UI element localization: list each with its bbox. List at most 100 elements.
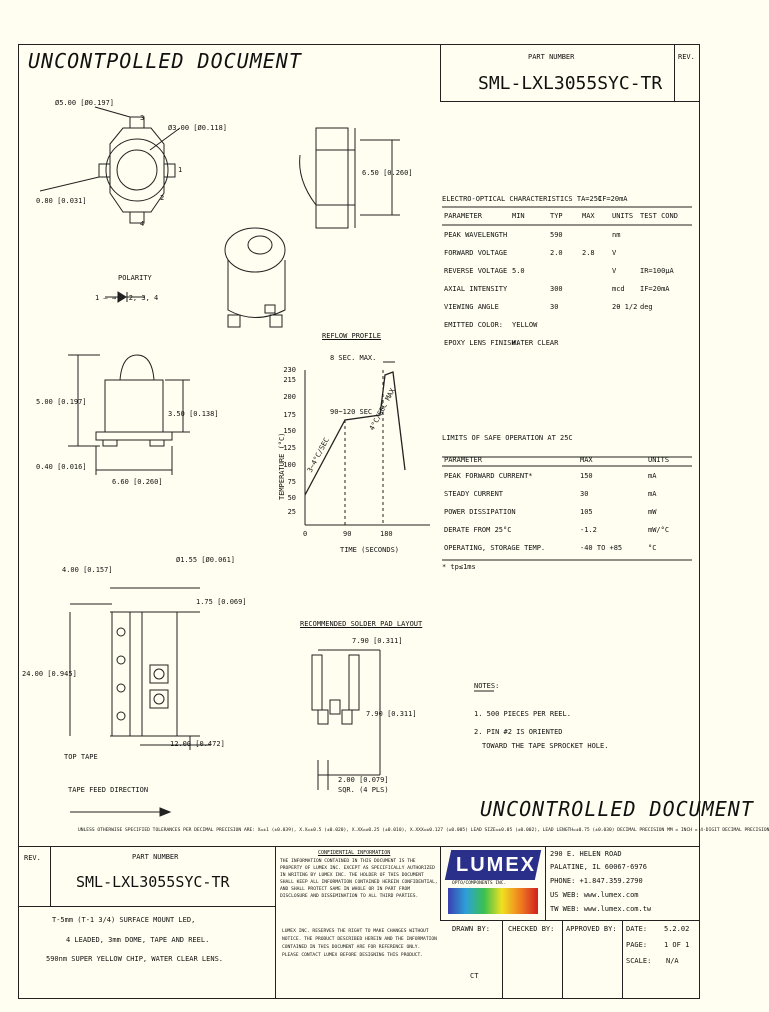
iso-dome — [224, 227, 286, 273]
reflow-y-tick: 125 — [283, 444, 296, 452]
limits-cell: OPERATING, STORAGE TEMP. — [444, 544, 546, 552]
tb-desc-3: 590nm SUPER YELLOW CHIP, WATER CLEAR LEN… — [46, 955, 224, 963]
uncontrolled-document-bottom: UNCONTROLLED DOCUMENT — [480, 797, 754, 821]
pad-left — [311, 654, 323, 711]
tb-div-left — [275, 846, 276, 999]
dim-080: 0.80 [0.031] — [36, 197, 87, 205]
reflow-y-tick: 100 — [283, 461, 296, 469]
limits-cell: DERATE FROM 25°C — [444, 526, 512, 534]
pad-center — [329, 699, 341, 715]
electro-header-cell: TYP — [550, 212, 563, 220]
rev-label-header: REV. — [678, 53, 695, 61]
side-dome — [299, 154, 317, 206]
reflow-y-tick: 230 — [283, 366, 296, 374]
part-number-header: SML-LXL3055SYC-TR — [478, 73, 663, 94]
tb-div-logo — [440, 846, 441, 920]
limits-header-cell: UNITS — [648, 456, 670, 464]
tb-rev-label: REV. — [24, 854, 41, 862]
electro-header-cell: MIN — [512, 212, 525, 220]
disclaimer: LUMEX INC. RESERVES THE RIGHT TO MAKE CH… — [282, 929, 437, 958]
tb-div-checked — [502, 920, 503, 999]
front-dome — [119, 354, 155, 381]
limits-cell: mW/°C — [648, 526, 670, 534]
drawn-by-label: DRAWN BY: — [452, 925, 490, 933]
electro-cell: 30 — [550, 303, 559, 311]
electro-cell: YELLOW — [512, 321, 538, 329]
electro-cell: mcd — [612, 285, 625, 293]
limits-cell: STEADY CURRENT — [444, 490, 504, 498]
reflow-y-tick: 50 — [287, 494, 296, 502]
electro-cell: V — [612, 249, 617, 257]
polarity-label: POLARITY — [118, 274, 152, 282]
pad-title: RECOMMENDED SOLDER PAD LAYOUT — [300, 620, 423, 628]
tolerance-note: UNLESS OTHERWISE SPECIFIED TOLERANCES PE… — [78, 828, 769, 833]
tb-row2 — [440, 920, 700, 921]
drawing-frame — [18, 44, 700, 999]
limits-cell: mW — [648, 508, 657, 516]
electro-cell: WATER CLEAR — [512, 339, 559, 347]
tape-d175: 1.75 [0.069] — [196, 598, 247, 606]
electro-cell: 2.8 — [582, 249, 595, 257]
note-2: 2. PIN #2 IS ORIENTED — [474, 728, 563, 736]
electro-cell: FORWARD VOLTAGE — [444, 249, 508, 257]
tb-div-date — [622, 920, 623, 999]
tb-part-number: SML-LXL3055SYC-TR — [76, 873, 230, 891]
scale-label: SCALE: — [626, 957, 652, 965]
electro-header-cell: PARAMETER — [444, 212, 482, 220]
pad-right — [348, 654, 360, 711]
limits-cell: 30 — [580, 490, 589, 498]
front-body — [104, 379, 164, 433]
limits-cell: -1.2 — [580, 526, 597, 534]
lumex-logo-text: LUMEX — [456, 854, 536, 876]
address-1: 290 E. HELEN ROAD — [550, 850, 622, 858]
limits-title: LIMITS OF SAFE OPERATION AT 25C — [442, 434, 573, 442]
tape-d400: 4.00 [0.157] — [62, 566, 113, 574]
electro-cell: AXIAL INTENSITY — [444, 285, 508, 293]
notes-title: NOTES: — [474, 682, 500, 690]
scale-value: N/A — [666, 957, 679, 965]
dim-h040: 0.40 [0.016] — [36, 463, 87, 471]
reflow-x-label: TIME (SECONDS) — [340, 546, 400, 554]
tb-part-number-label: PART NUMBER — [132, 853, 179, 861]
header-divider-rev — [674, 44, 675, 102]
electro-cell: PEAK WAVELENGTH — [444, 231, 508, 239]
tw-web: TW WEB: www.lumex.com.tw — [550, 905, 652, 913]
dim-w660: 6.60 [0.260] — [112, 478, 163, 486]
dim-h350: 3.50 [0.138] — [168, 410, 219, 418]
uncontrolled-document-top: UNCONTPOLLED DOCUMENT — [28, 49, 302, 73]
confidential-body: THE INFORMATION CONTAINED IN THIS DOCUME… — [280, 859, 438, 899]
tape-d155: Ø1.55 [Ø0.061] — [176, 556, 236, 564]
electro-header-cell: TEST COND — [640, 212, 678, 220]
limits-cell: 150 — [580, 472, 593, 480]
electro-header-cell: MAX — [582, 212, 595, 220]
phone: PHONE: +1.847.359.2790 — [550, 877, 643, 885]
header-bottom-line — [440, 101, 700, 102]
electro-cell: 5.0 — [512, 267, 525, 275]
limits-cell: mA — [648, 490, 657, 498]
dim-diam-500: Ø5.00 [Ø0.197] — [55, 99, 115, 107]
tb-div-addr — [545, 846, 546, 920]
tape-feed-label: TAPE FEED DIRECTION — [68, 786, 149, 794]
limits-cell: °C — [648, 544, 657, 552]
led-top-outline — [109, 127, 165, 213]
reflow-y-tick: 175 — [283, 411, 296, 419]
electro-cell: IR=100µA — [640, 267, 674, 275]
reflow-x-tick: 0 — [303, 530, 308, 538]
tb-div-rev — [50, 846, 51, 906]
limits-cell: mA — [648, 472, 657, 480]
electro-cell: V — [612, 267, 617, 275]
title-block-top — [18, 846, 700, 847]
pad-d790a: 7.90 [0.311] — [352, 637, 403, 645]
mechanical-drawings — [39, 106, 692, 817]
lumex-logo-sub: OPTO/COMPONENTS INC. — [452, 881, 507, 886]
pin-label-2: 2 — [160, 194, 165, 202]
address-2: PALATINE, IL 60067-6976 — [550, 863, 647, 871]
pad-sqr: SQR. (4 PLS) — [338, 786, 389, 794]
tb-row1 — [18, 906, 275, 907]
reflow-y-tick: 200 — [283, 393, 296, 401]
date-label: DATE: — [626, 925, 648, 933]
drawn-by-value: CT — [470, 972, 479, 980]
lumex-logo: LUMEX OPTO/COMPONENTS INC. — [444, 850, 542, 916]
note-3: TOWARD THE TAPE SPROCKET HOLE. — [482, 742, 609, 750]
electro-cell: 300 — [550, 285, 563, 293]
